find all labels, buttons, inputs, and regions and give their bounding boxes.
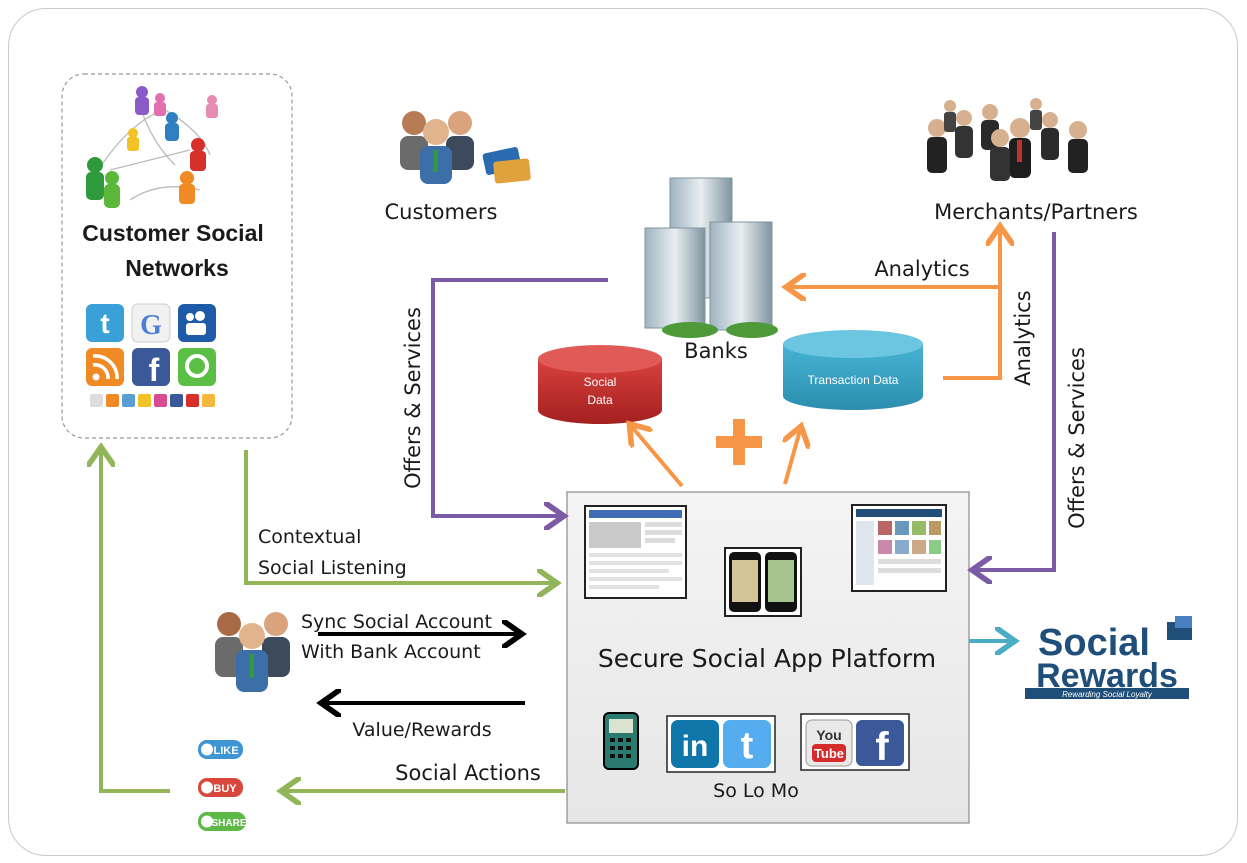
facebook-icon: f <box>856 720 904 769</box>
plus-icon <box>716 419 762 465</box>
small-social-icons-row <box>90 394 215 407</box>
customers-people-icon <box>400 111 531 184</box>
platform-to-social-data-arrow <box>632 427 684 488</box>
social-data-database: Social Data <box>538 345 662 424</box>
platform-title: Secure Social App Platform <box>598 644 936 673</box>
social-rewards-logo: Social Rewards Rewarding Social Loyalty <box>1025 616 1192 699</box>
share-button-graphic: SHARE <box>198 812 247 831</box>
merchants-label: Merchants/Partners <box>934 200 1138 224</box>
buy-button-graphic: BUY <box>198 778 243 797</box>
offers-services-left-arrow <box>431 278 608 516</box>
svg-text:f: f <box>875 725 889 769</box>
sync-label-line2: With Bank Account <box>301 641 481 663</box>
bank-customers-people-icon <box>215 612 290 692</box>
svg-text:SHARE: SHARE <box>211 818 246 829</box>
offers-services-right-label: Offers & Services <box>1065 347 1089 529</box>
offers-services-left-label: Offers & Services <box>401 307 425 489</box>
smartphones-icon <box>724 547 802 617</box>
transaction-data-database: Transaction Data <box>783 330 923 410</box>
svg-text:in: in <box>682 730 709 763</box>
customers-label: Customers <box>385 200 498 224</box>
banks-label: Banks <box>684 339 748 363</box>
analytics-top-label: Analytics <box>874 257 969 281</box>
svg-text:t: t <box>741 725 754 767</box>
svg-text:G: G <box>140 310 162 341</box>
social-actions-label: Social Actions <box>395 761 541 785</box>
ecommerce-screenshot-icon <box>851 504 947 592</box>
contextual-label-line1: Contextual <box>258 526 361 548</box>
myspace-icon <box>178 304 216 342</box>
social-data-label-line2: Data <box>587 393 613 407</box>
analytics-to-merchants-arrow <box>943 230 1000 380</box>
social-rewards-logo-social: Social <box>1038 622 1150 664</box>
analytics-vertical-label: Analytics <box>1011 290 1035 385</box>
facebook-icon: f <box>132 348 170 388</box>
like-button-graphic: LIKE <box>198 740 243 759</box>
youtube-icon: You Tube <box>805 719 853 767</box>
customer-social-networks-title-line2: Networks <box>125 255 229 281</box>
return-to-social-networks-arrow <box>101 451 170 793</box>
customer-social-networks-box: Customer Social Networks t G f <box>61 73 293 439</box>
svg-text:LIKE: LIKE <box>213 745 238 757</box>
twitter-icon: t <box>723 720 771 768</box>
svg-text:t: t <box>100 308 109 339</box>
merchants-crowd-icon <box>927 98 1088 181</box>
social-data-label-line1: Social <box>584 375 617 389</box>
so-lo-mo-label: So Lo Mo <box>713 780 799 802</box>
value-rewards-label: Value/Rewards <box>352 719 491 741</box>
contextual-listening-arrow <box>244 450 553 583</box>
sync-label-line1: Sync Social Account <box>301 611 492 633</box>
offers-services-right-arrow <box>976 232 1056 570</box>
svg-text:BUY: BUY <box>213 783 237 795</box>
svg-text:You: You <box>816 727 841 743</box>
transaction-data-label: Transaction Data <box>808 373 899 387</box>
platform-box: Secure Social App Platform in t You Tube <box>566 491 970 824</box>
platform-to-transaction-data-arrow <box>785 430 800 485</box>
mobile-phone-icon <box>603 712 639 770</box>
linkedin-icon: in <box>671 720 719 768</box>
svg-text:f: f <box>149 352 160 388</box>
twitter-icon: t <box>86 304 124 342</box>
bank-buildings-icon <box>644 177 778 338</box>
customer-social-networks-title-line1: Customer Social <box>82 220 264 246</box>
social-rewards-tagline: Rewarding Social Loyalty <box>1062 690 1153 699</box>
rss-icon <box>86 348 124 386</box>
social-network-people-icon <box>86 86 218 208</box>
website-screenshot-icon <box>584 505 687 599</box>
contextual-label-line2: Social Listening <box>258 557 407 579</box>
google-icon: G <box>131 303 171 343</box>
chat-bubble-icon <box>178 348 216 386</box>
svg-text:Tube: Tube <box>814 746 844 761</box>
